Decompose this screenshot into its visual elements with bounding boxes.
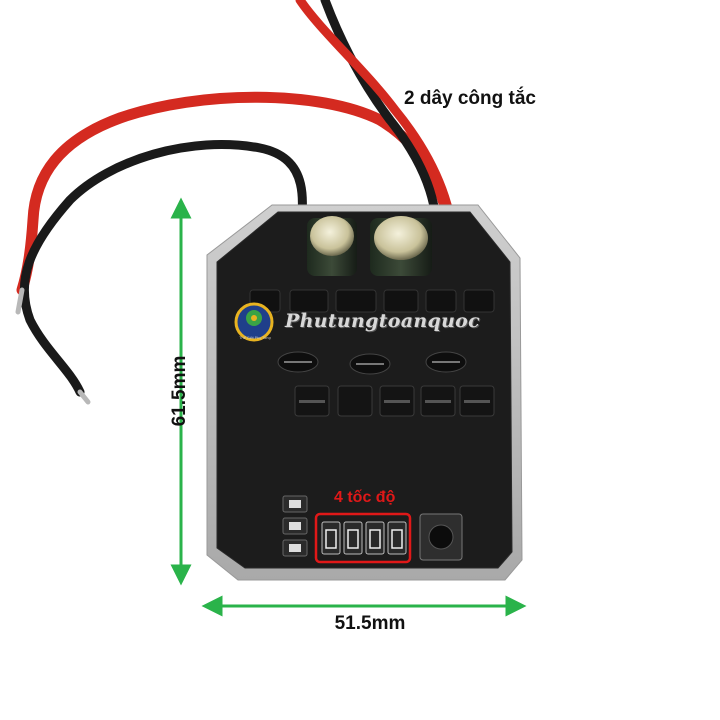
push-button	[419, 513, 463, 561]
width-dimension-label: 51.5mm	[334, 613, 406, 634]
speed-switches	[314, 512, 412, 564]
component-row-top	[249, 289, 495, 313]
capacitor-left	[307, 216, 357, 276]
red-wire-tip	[15, 287, 25, 315]
transistor-markings	[299, 400, 490, 403]
led-indicators	[282, 495, 308, 557]
logo-caption: Thế Giới Phụ Tùng	[239, 336, 271, 340]
brand-logo	[234, 302, 274, 342]
height-dimension-label: 61.5mm	[169, 355, 190, 427]
screw-row	[277, 351, 467, 375]
speed-count-label: 4 tốc độ	[334, 489, 396, 506]
dimension-arrows	[170, 197, 527, 617]
switch-wires-label: 2 dây công tắc	[404, 88, 536, 109]
watermark-text: Phutungtoanquoc	[285, 310, 481, 332]
black-wire-tip	[77, 389, 91, 405]
speed-controller-module	[206, 204, 523, 581]
speed-switches-highlight	[314, 512, 412, 564]
red-wire-left	[16, 91, 461, 296]
black-wire-left	[19, 140, 307, 397]
capacitor-right	[370, 216, 432, 276]
